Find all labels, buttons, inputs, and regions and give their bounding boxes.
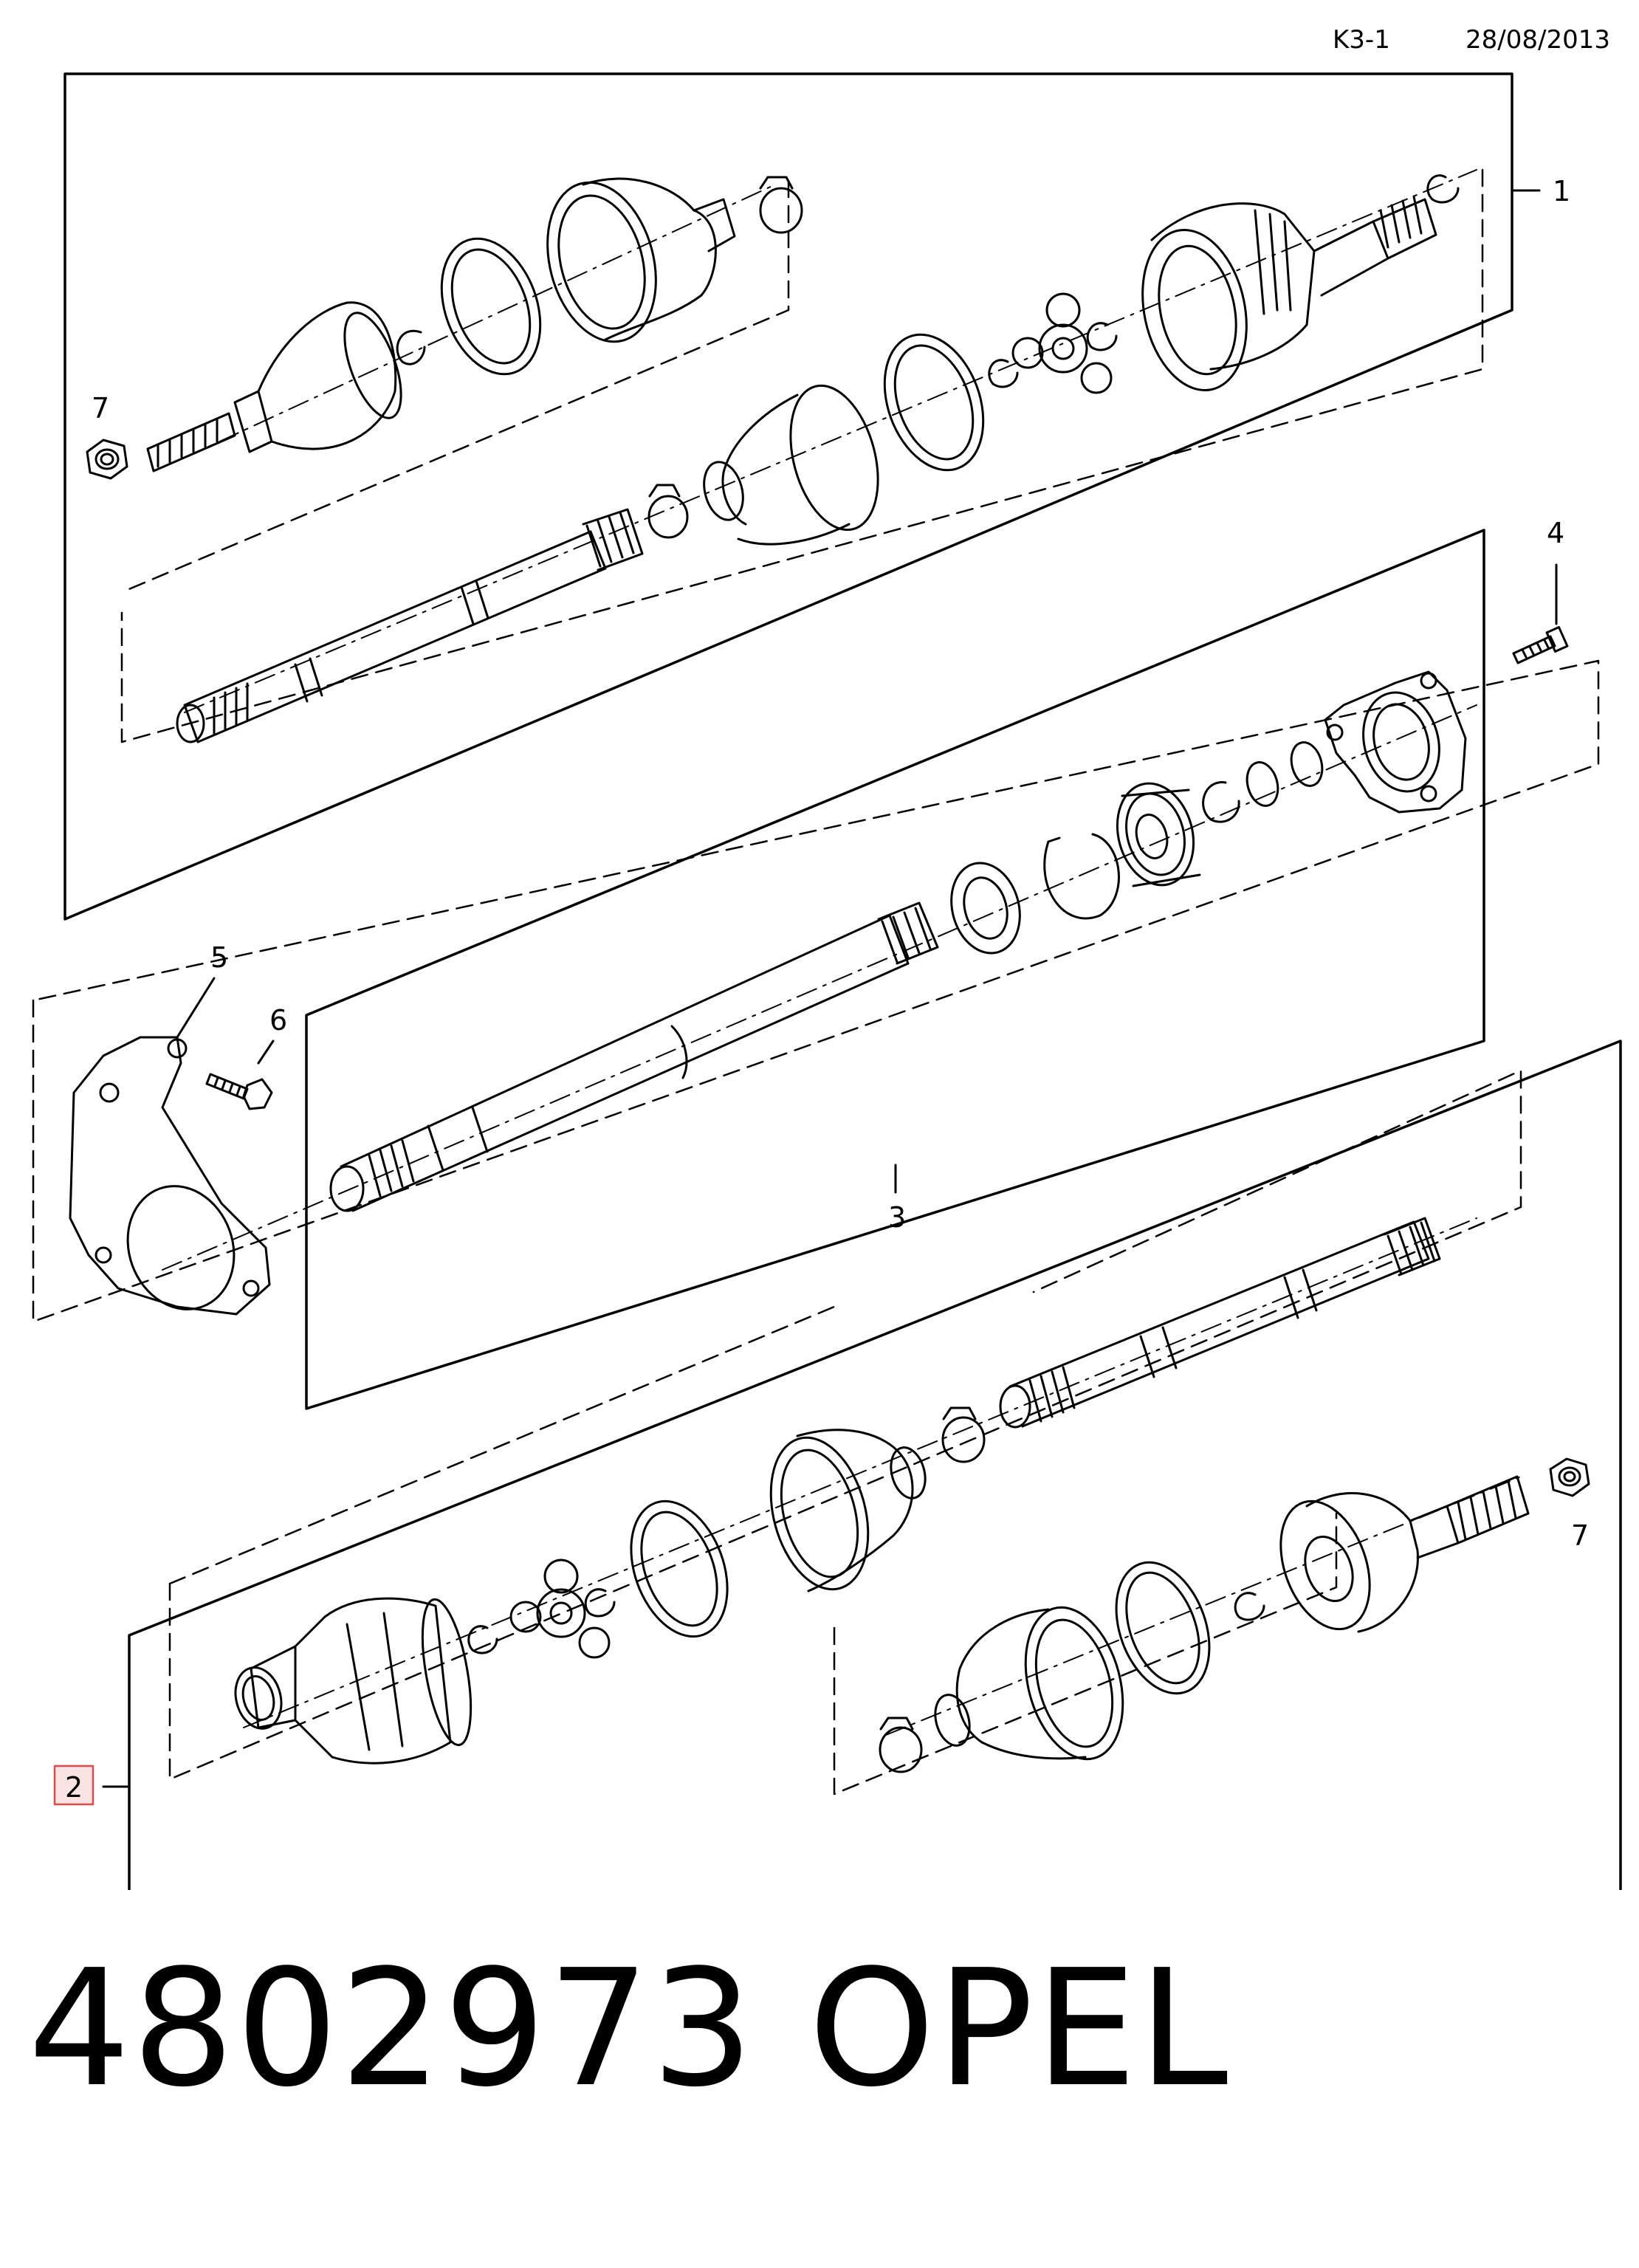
group-2-dashed-outline-1 bbox=[168, 1069, 1522, 1781]
tripod-spider-upper bbox=[1011, 292, 1113, 394]
group-1-axis-lower bbox=[184, 169, 1477, 713]
cv-boot-inner-upper bbox=[703, 384, 879, 546]
group-2-frame bbox=[128, 1040, 1622, 1890]
small-clamp-lower-2 bbox=[879, 1717, 923, 1773]
outer-cv-joint-lower bbox=[1279, 1475, 1530, 1633]
hex-nut-lower bbox=[1549, 1457, 1590, 1497]
bolt-4 bbox=[1512, 626, 1569, 664]
intermediate-shaft bbox=[329, 901, 939, 1212]
support-bracket bbox=[69, 1036, 271, 1316]
brand-name: OPEL bbox=[808, 1936, 1230, 2123]
band-clamp-lower-2 bbox=[1115, 1561, 1211, 1695]
diagram-date: 28/08/2013 bbox=[1466, 25, 1610, 55]
callout-7-upper: 7 bbox=[92, 392, 109, 425]
group-1-dashed-outline-2 bbox=[120, 168, 1484, 743]
part-number: 4802973 bbox=[28, 1936, 755, 2123]
band-clamp-lower-1 bbox=[630, 1499, 729, 1638]
band-clamp-upper-2 bbox=[883, 333, 985, 472]
circlip-lower-1 bbox=[584, 1588, 616, 1618]
exploded-parts-diagram: 1 7 bbox=[32, 72, 1622, 1890]
callout-5: 5 bbox=[210, 941, 228, 974]
cv-boot-outer-upper bbox=[546, 177, 736, 343]
shaft-seal bbox=[950, 862, 1021, 955]
outer-cv-joint-upper bbox=[146, 301, 402, 472]
small-clamp-lower-1 bbox=[941, 1406, 986, 1463]
group-3-frame bbox=[305, 529, 1485, 1410]
circlip-3-a bbox=[1290, 741, 1324, 787]
callout-3: 3 bbox=[888, 1201, 906, 1234]
tripod-housing-upper bbox=[1141, 195, 1437, 392]
cv-boot-outer-lower bbox=[934, 1606, 1124, 1761]
group-2-axis-1 bbox=[243, 1217, 1477, 1728]
callout-6: 6 bbox=[269, 1004, 287, 1037]
bolt-6 bbox=[205, 1073, 273, 1110]
callout-2: 2 bbox=[65, 1771, 83, 1804]
bracket-leader bbox=[176, 977, 216, 1039]
bearing-flange bbox=[1324, 670, 1467, 814]
tripod-spider-lower bbox=[509, 1559, 611, 1659]
band-clamp-upper-1 bbox=[440, 237, 542, 376]
half-shaft-upper bbox=[176, 508, 644, 743]
group-2-dashed-outline-3 bbox=[168, 1305, 836, 1585]
cv-boot-inner-lower bbox=[769, 1429, 927, 1592]
callout-1: 1 bbox=[1553, 175, 1570, 207]
group-2-dashed-outline-2 bbox=[833, 1512, 1338, 1796]
tripod-housing-lower bbox=[234, 1597, 473, 1764]
callout-2-highlight bbox=[53, 1764, 95, 1806]
circlip-upper-2 bbox=[1086, 322, 1118, 351]
callout-7-lower: 7 bbox=[1571, 1519, 1589, 1552]
circlip-lower-3 bbox=[1234, 1592, 1265, 1621]
small-clamp-upper-1 bbox=[759, 176, 803, 234]
half-shaft-lower bbox=[999, 1217, 1441, 1429]
group-3-axis bbox=[162, 704, 1477, 1271]
circlip-upper-right bbox=[1426, 174, 1460, 204]
circlip-3-c bbox=[1202, 781, 1240, 823]
group-1-frame bbox=[63, 72, 1513, 921]
diagram-code: K3-1 bbox=[1333, 25, 1390, 55]
bolt-6-leader bbox=[257, 1040, 275, 1065]
callout-4: 4 bbox=[1547, 517, 1564, 549]
circlip-lower-2 bbox=[467, 1625, 498, 1654]
group-1-dashed-outline bbox=[124, 179, 790, 592]
small-clamp-upper-2 bbox=[647, 484, 689, 539]
circlip-upper-3 bbox=[988, 359, 1019, 388]
group-1-axis-upper bbox=[184, 184, 776, 458]
group-3-dashed-outline bbox=[32, 659, 1600, 1323]
circlip-3-b bbox=[1245, 761, 1279, 807]
bearing bbox=[1116, 782, 1201, 887]
hex-nut-upper bbox=[86, 439, 128, 480]
snap-ring bbox=[1043, 833, 1120, 920]
circlip-upper-1 bbox=[396, 329, 426, 365]
